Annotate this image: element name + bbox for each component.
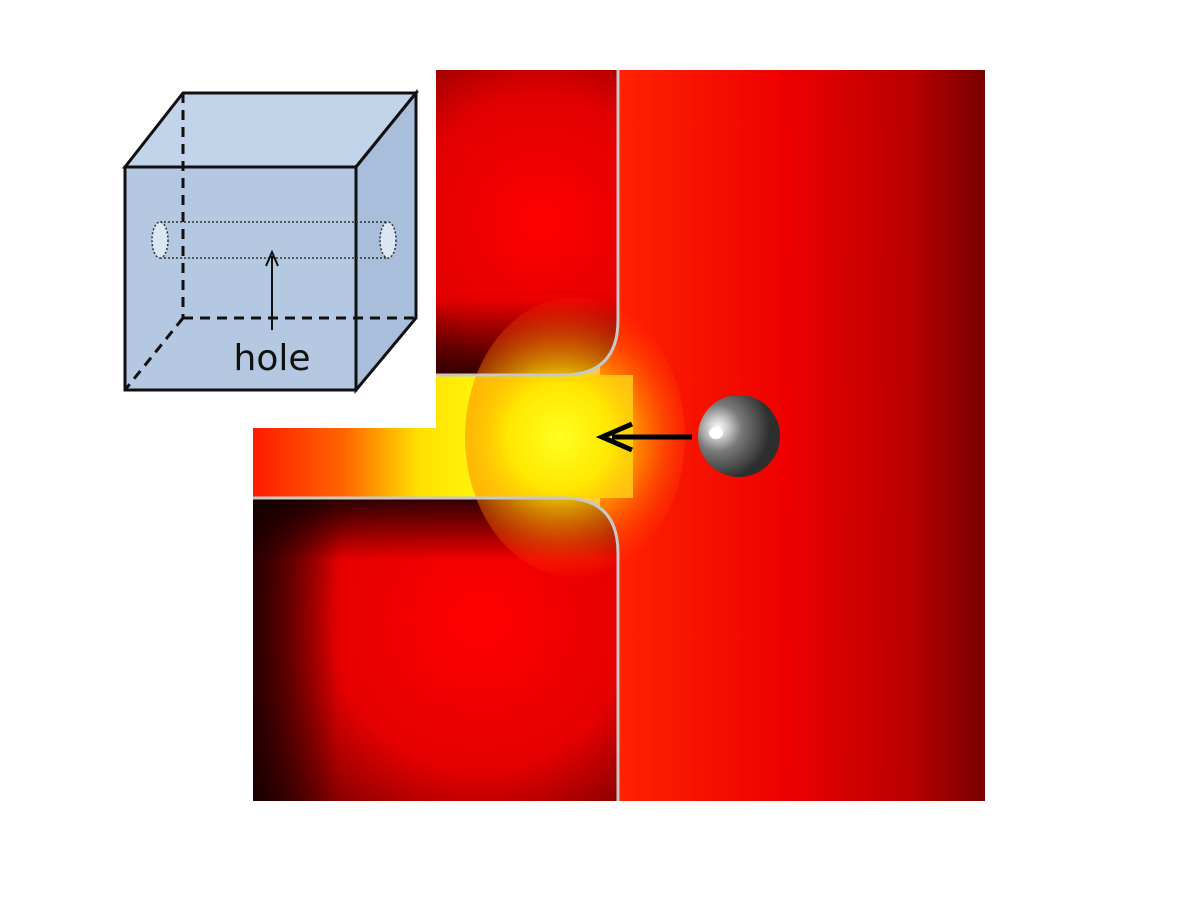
pore-boundary	[253, 70, 620, 801]
left-arrow-icon	[595, 421, 692, 453]
hole-pointer-arrow	[265, 249, 279, 330]
pore-hotspot	[465, 297, 685, 577]
hole-label: hole	[234, 338, 311, 379]
cube-front-face	[123, 165, 358, 392]
field-map	[253, 70, 985, 801]
membrane-lower	[253, 498, 618, 801]
sphere-particle-icon	[698, 395, 780, 477]
cube-icon: hole	[120, 85, 436, 428]
